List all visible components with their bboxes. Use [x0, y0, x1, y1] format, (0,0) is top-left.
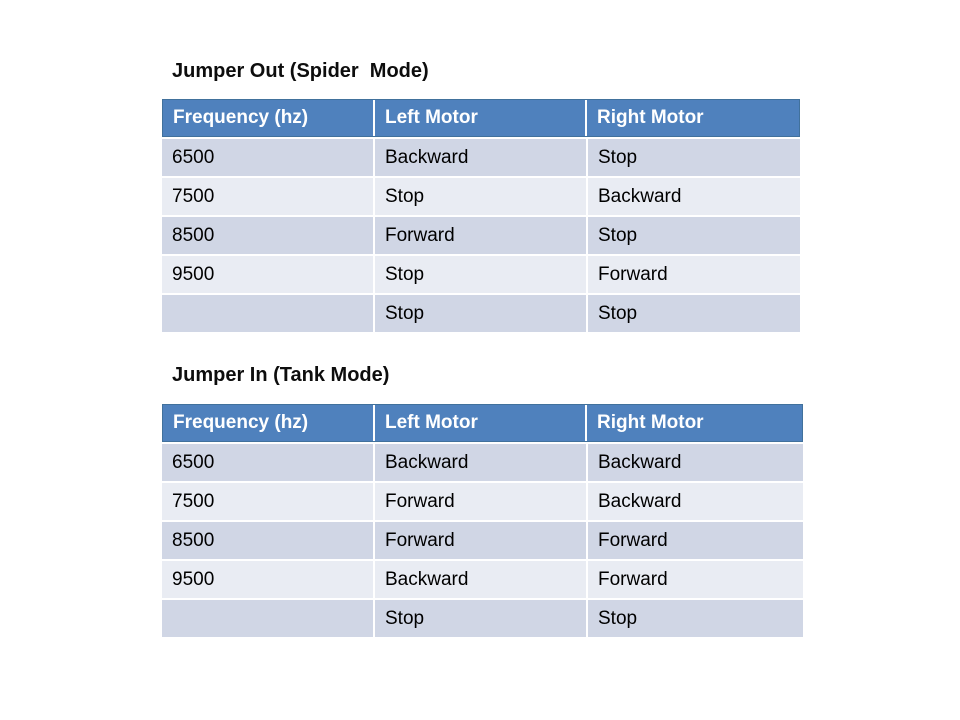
table-row: 7500 Stop Backward	[162, 178, 800, 215]
table-row: 6500 Backward Stop	[162, 139, 800, 176]
cell-frequency: 9500	[162, 256, 373, 293]
cell-left-motor: Stop	[375, 295, 586, 332]
cell-frequency: 7500	[162, 483, 373, 520]
cell-left-motor: Backward	[375, 561, 586, 598]
cell-frequency-empty	[162, 600, 373, 637]
table-row: 9500 Backward Forward	[162, 561, 803, 598]
cell-right-motor: Backward	[588, 178, 800, 215]
column-header-right-motor: Right Motor	[587, 405, 802, 441]
column-header-right-motor: Right Motor	[587, 100, 799, 136]
cell-right-motor: Stop	[588, 600, 803, 637]
column-header-left-motor: Left Motor	[375, 405, 585, 441]
cell-frequency: 6500	[162, 444, 373, 481]
cell-right-motor: Stop	[588, 295, 800, 332]
cell-left-motor: Stop	[375, 178, 586, 215]
cell-frequency: 9500	[162, 561, 373, 598]
table-header-row: Frequency (hz) Left Motor Right Motor	[162, 99, 800, 137]
cell-right-motor: Backward	[588, 444, 803, 481]
cell-right-motor: Stop	[588, 139, 800, 176]
table-row: 9500 Stop Forward	[162, 256, 800, 293]
cell-frequency: 7500	[162, 178, 373, 215]
spider-mode-table: Frequency (hz) Left Motor Right Motor 65…	[162, 99, 800, 332]
table-row: Stop Stop	[162, 295, 800, 332]
cell-right-motor: Stop	[588, 217, 800, 254]
cell-right-motor: Forward	[588, 256, 800, 293]
spider-mode-title: Jumper Out (Spider Mode)	[172, 60, 429, 82]
tank-mode-title: Jumper In (Tank Mode)	[172, 364, 390, 386]
cell-frequency: 8500	[162, 522, 373, 559]
cell-left-motor: Backward	[375, 444, 586, 481]
table-header-row: Frequency (hz) Left Motor Right Motor	[162, 404, 803, 442]
cell-left-motor: Backward	[375, 139, 586, 176]
tank-mode-table: Frequency (hz) Left Motor Right Motor 65…	[162, 404, 803, 637]
column-header-left-motor: Left Motor	[375, 100, 585, 136]
cell-frequency: 8500	[162, 217, 373, 254]
table-row: Stop Stop	[162, 600, 803, 637]
cell-right-motor: Forward	[588, 522, 803, 559]
table-row: 8500 Forward Forward	[162, 522, 803, 559]
cell-left-motor: Stop	[375, 600, 586, 637]
cell-frequency: 6500	[162, 139, 373, 176]
table-row: 8500 Forward Stop	[162, 217, 800, 254]
cell-right-motor: Forward	[588, 561, 803, 598]
cell-frequency-empty	[162, 295, 373, 332]
cell-left-motor: Forward	[375, 522, 586, 559]
column-header-frequency: Frequency (hz)	[163, 100, 373, 136]
cell-left-motor: Forward	[375, 217, 586, 254]
table-row: 6500 Backward Backward	[162, 444, 803, 481]
column-header-frequency: Frequency (hz)	[163, 405, 373, 441]
cell-left-motor: Forward	[375, 483, 586, 520]
cell-right-motor: Backward	[588, 483, 803, 520]
table-row: 7500 Forward Backward	[162, 483, 803, 520]
cell-left-motor: Stop	[375, 256, 586, 293]
